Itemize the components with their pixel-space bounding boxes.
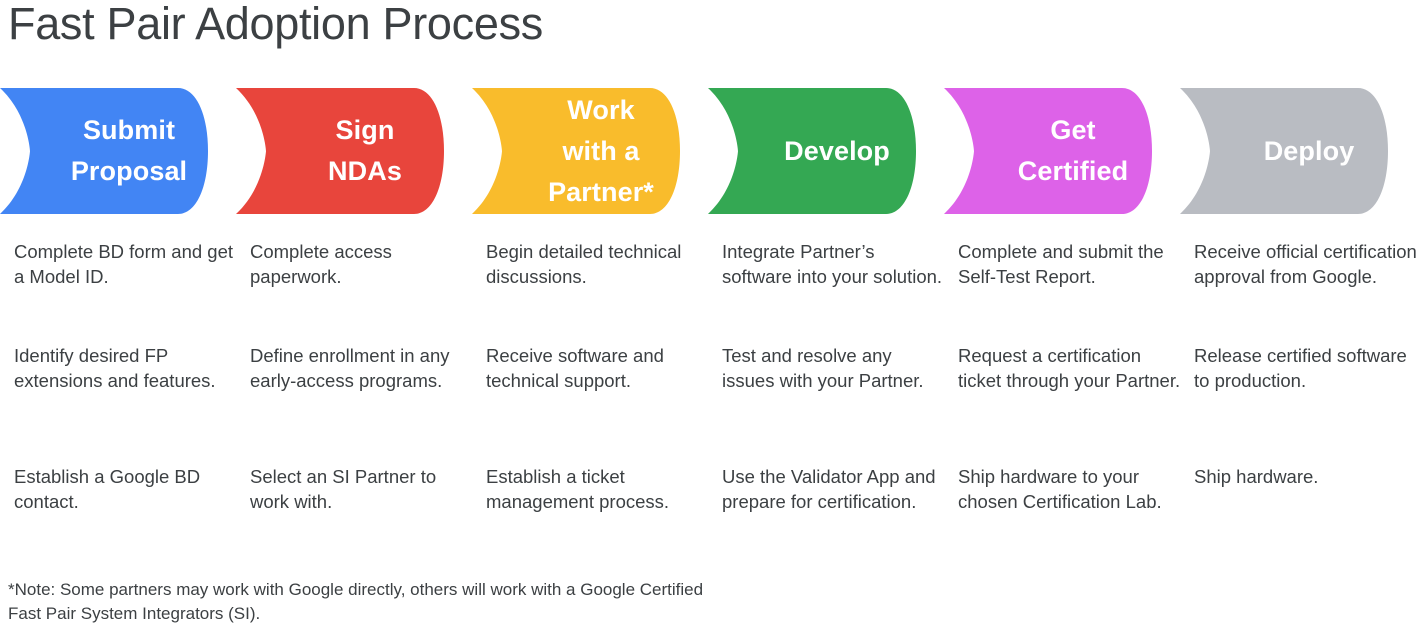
stage-item: Complete BD form and get a Model ID. [14,241,234,287]
stage-label-line: Develop [784,135,890,166]
stage-label-line: Certified [1017,156,1129,186]
stage-item: Ship hardware. [1194,466,1319,487]
stage-item: Begin detailed technical discussions. [486,241,682,287]
stage-label-line: Deploy [1263,135,1355,166]
stage-item: Establish a ticket management process. [486,466,670,512]
stage-banner-deploy[interactable]: Deploy [1180,88,1416,214]
stage-label-line: Work [567,94,635,125]
stage-label-deploy: Deploy [1214,88,1404,214]
stage-item: Select an SI Partner to work with. [250,466,437,512]
stage-shape-work-with-a-partner [472,88,680,214]
page-title: Fast Pair Adoption Process [8,0,543,49]
stage-shape-develop [708,88,916,214]
stage-item: Ship hardware to your chosen Certificati… [958,466,1162,512]
stage-label-develop: Develop [742,88,932,214]
stage-item: Establish a Google BD contact. [14,466,201,512]
stage-shape-submit-proposal [0,88,208,214]
stage-item: Request a certification ticket through y… [958,345,1181,391]
stage-item: Receive software and technical support. [486,345,664,391]
stage-shape-deploy [1180,88,1388,214]
stage-item: Complete access paperwork. [250,241,392,287]
stage-banner-work-with-a-partner[interactable]: Work with a Partner* [472,88,708,214]
stage-shape-get-certified [944,88,1152,214]
stage-item: Identify desired FP extensions and featu… [14,345,216,391]
stage-label-work-with-a-partner: Work with a Partner* [506,88,696,214]
stage-item: Use the Validator App and prepare for ce… [722,466,936,512]
stage-item: Define enrollment in any early-access pr… [250,345,450,391]
stage-label-line: Proposal [70,156,188,186]
footnote-text: *Note: Some partners may work with Googl… [8,580,704,623]
stage-item: Receive official certification approval … [1194,241,1417,287]
stage-item: Release certified software to production… [1194,345,1407,391]
stage-label-line: Submit [82,115,176,145]
stage-label-line: Get [1050,115,1096,145]
stage-label-line: with a [562,135,640,166]
stage-label-line: NDAs [328,156,402,186]
stage-banner-develop[interactable]: Develop [708,88,944,214]
stage-label-line: Sign [335,115,395,145]
stage-item: Integrate Partner’s software into your s… [722,241,943,287]
process-columns: Complete BD form and get a Model ID. Iden… [0,240,1423,560]
stage-shape-sign-ndas [236,88,444,214]
stage-label-line: Partner* [548,176,654,207]
stage-item: Complete and submit the Self-Test Report… [958,241,1164,287]
stage-item: Test and resolve any issues with your Pa… [722,345,924,391]
